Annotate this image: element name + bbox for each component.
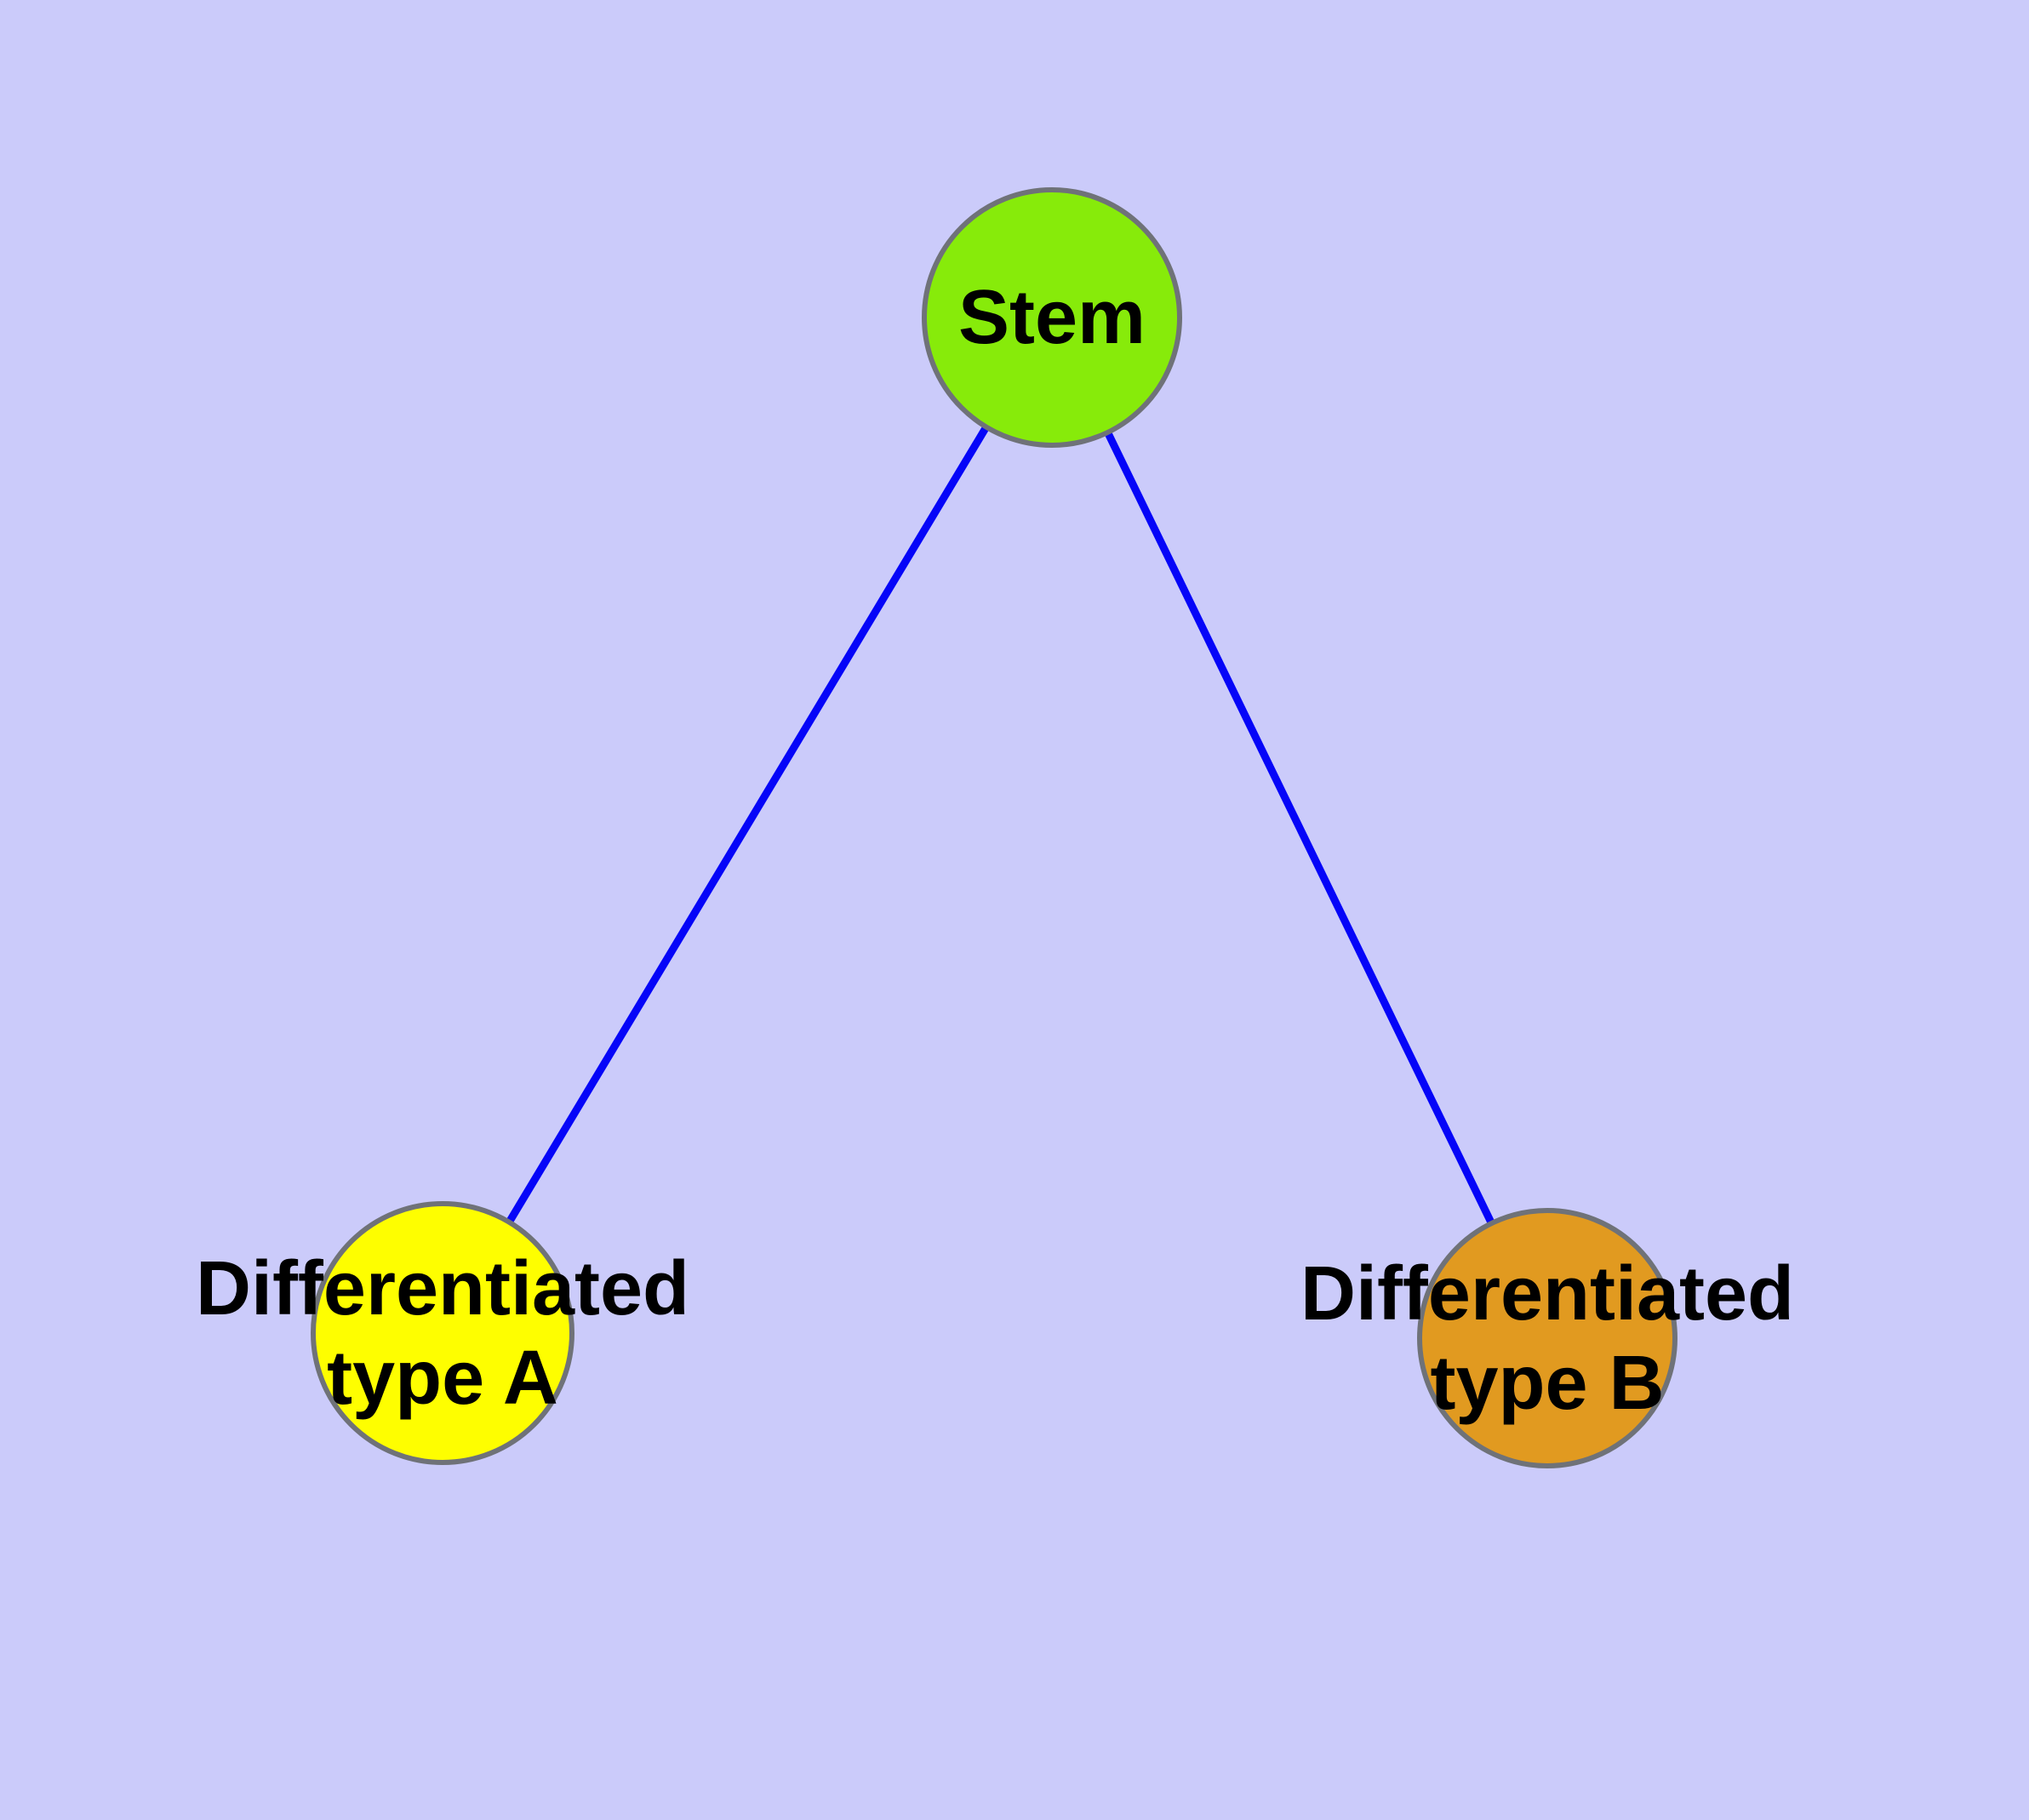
edge-stem-to-type-a bbox=[439, 315, 1055, 1336]
node-type-a-label-line2: type A bbox=[327, 1336, 558, 1421]
node-differentiated-type-a bbox=[311, 1201, 574, 1465]
node-stem-label: Stem bbox=[958, 275, 1146, 360]
node-stem bbox=[922, 187, 1182, 448]
node-type-a-label-line1: Differentiated bbox=[196, 1246, 689, 1331]
node-type-b-label-line1: Differentiated bbox=[1300, 1251, 1794, 1336]
edge-stem-to-type-b bbox=[1048, 316, 1552, 1340]
node-type-b-label-line2: type B bbox=[1430, 1341, 1664, 1426]
node-differentiated-type-b bbox=[1417, 1208, 1677, 1468]
